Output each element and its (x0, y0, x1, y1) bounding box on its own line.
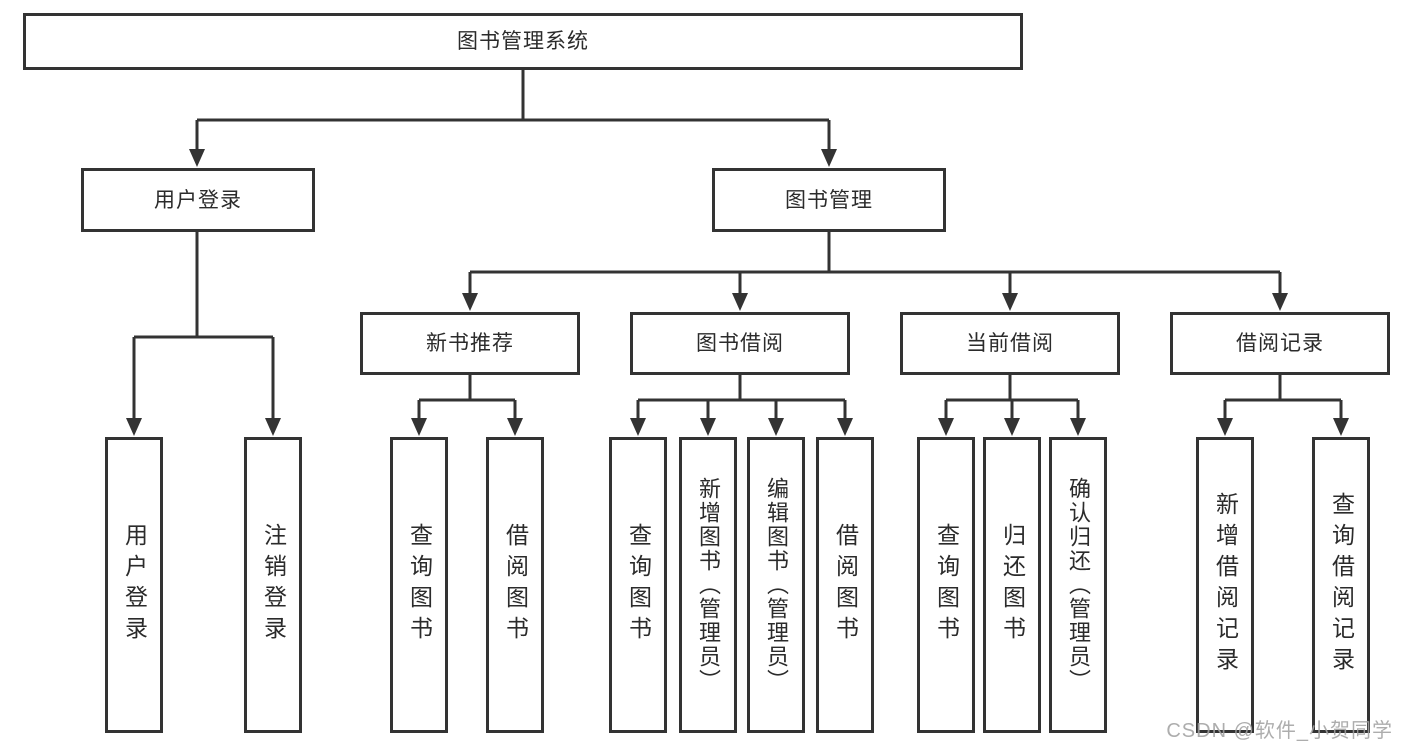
node-bb-query-books: 查询图书 (609, 437, 667, 733)
node-borrowing-records: 借阅记录 (1170, 312, 1390, 375)
node-cb-query-books: 查询图书 (917, 437, 975, 733)
node-book-borrowing: 图书借阅 (630, 312, 850, 375)
node-current-borrowing: 当前借阅 (900, 312, 1120, 375)
node-br-query-borrow-record: 查询借阅记录 (1312, 437, 1370, 733)
node-book-management: 图书管理 (712, 168, 946, 232)
node-ul-user-login: 用户登录 (105, 437, 163, 733)
node-cb-return-books: 归还图书 (983, 437, 1041, 733)
node-br-add-borrow-record: 新增借阅记录 (1196, 437, 1254, 733)
node-bb-add-books-admin: 新增图书（管理员） (679, 437, 737, 733)
node-ul-logout: 注销登录 (244, 437, 302, 733)
node-nbr-borrow-books: 借阅图书 (486, 437, 544, 733)
node-user-login: 用户登录 (81, 168, 315, 232)
node-bb-borrow-books: 借阅图书 (816, 437, 874, 733)
node-library-management-system: 图书管理系统 (23, 13, 1023, 70)
node-cb-confirm-return-admin: 确认归还（管理员） (1049, 437, 1107, 733)
node-nbr-query-books: 查询图书 (390, 437, 448, 733)
csdn-watermark: CSDN @软件_小贺同学 (1166, 720, 1393, 742)
node-new-book-recommendation: 新书推荐 (360, 312, 580, 375)
node-bb-edit-books-admin: 编辑图书（管理员） (747, 437, 805, 733)
